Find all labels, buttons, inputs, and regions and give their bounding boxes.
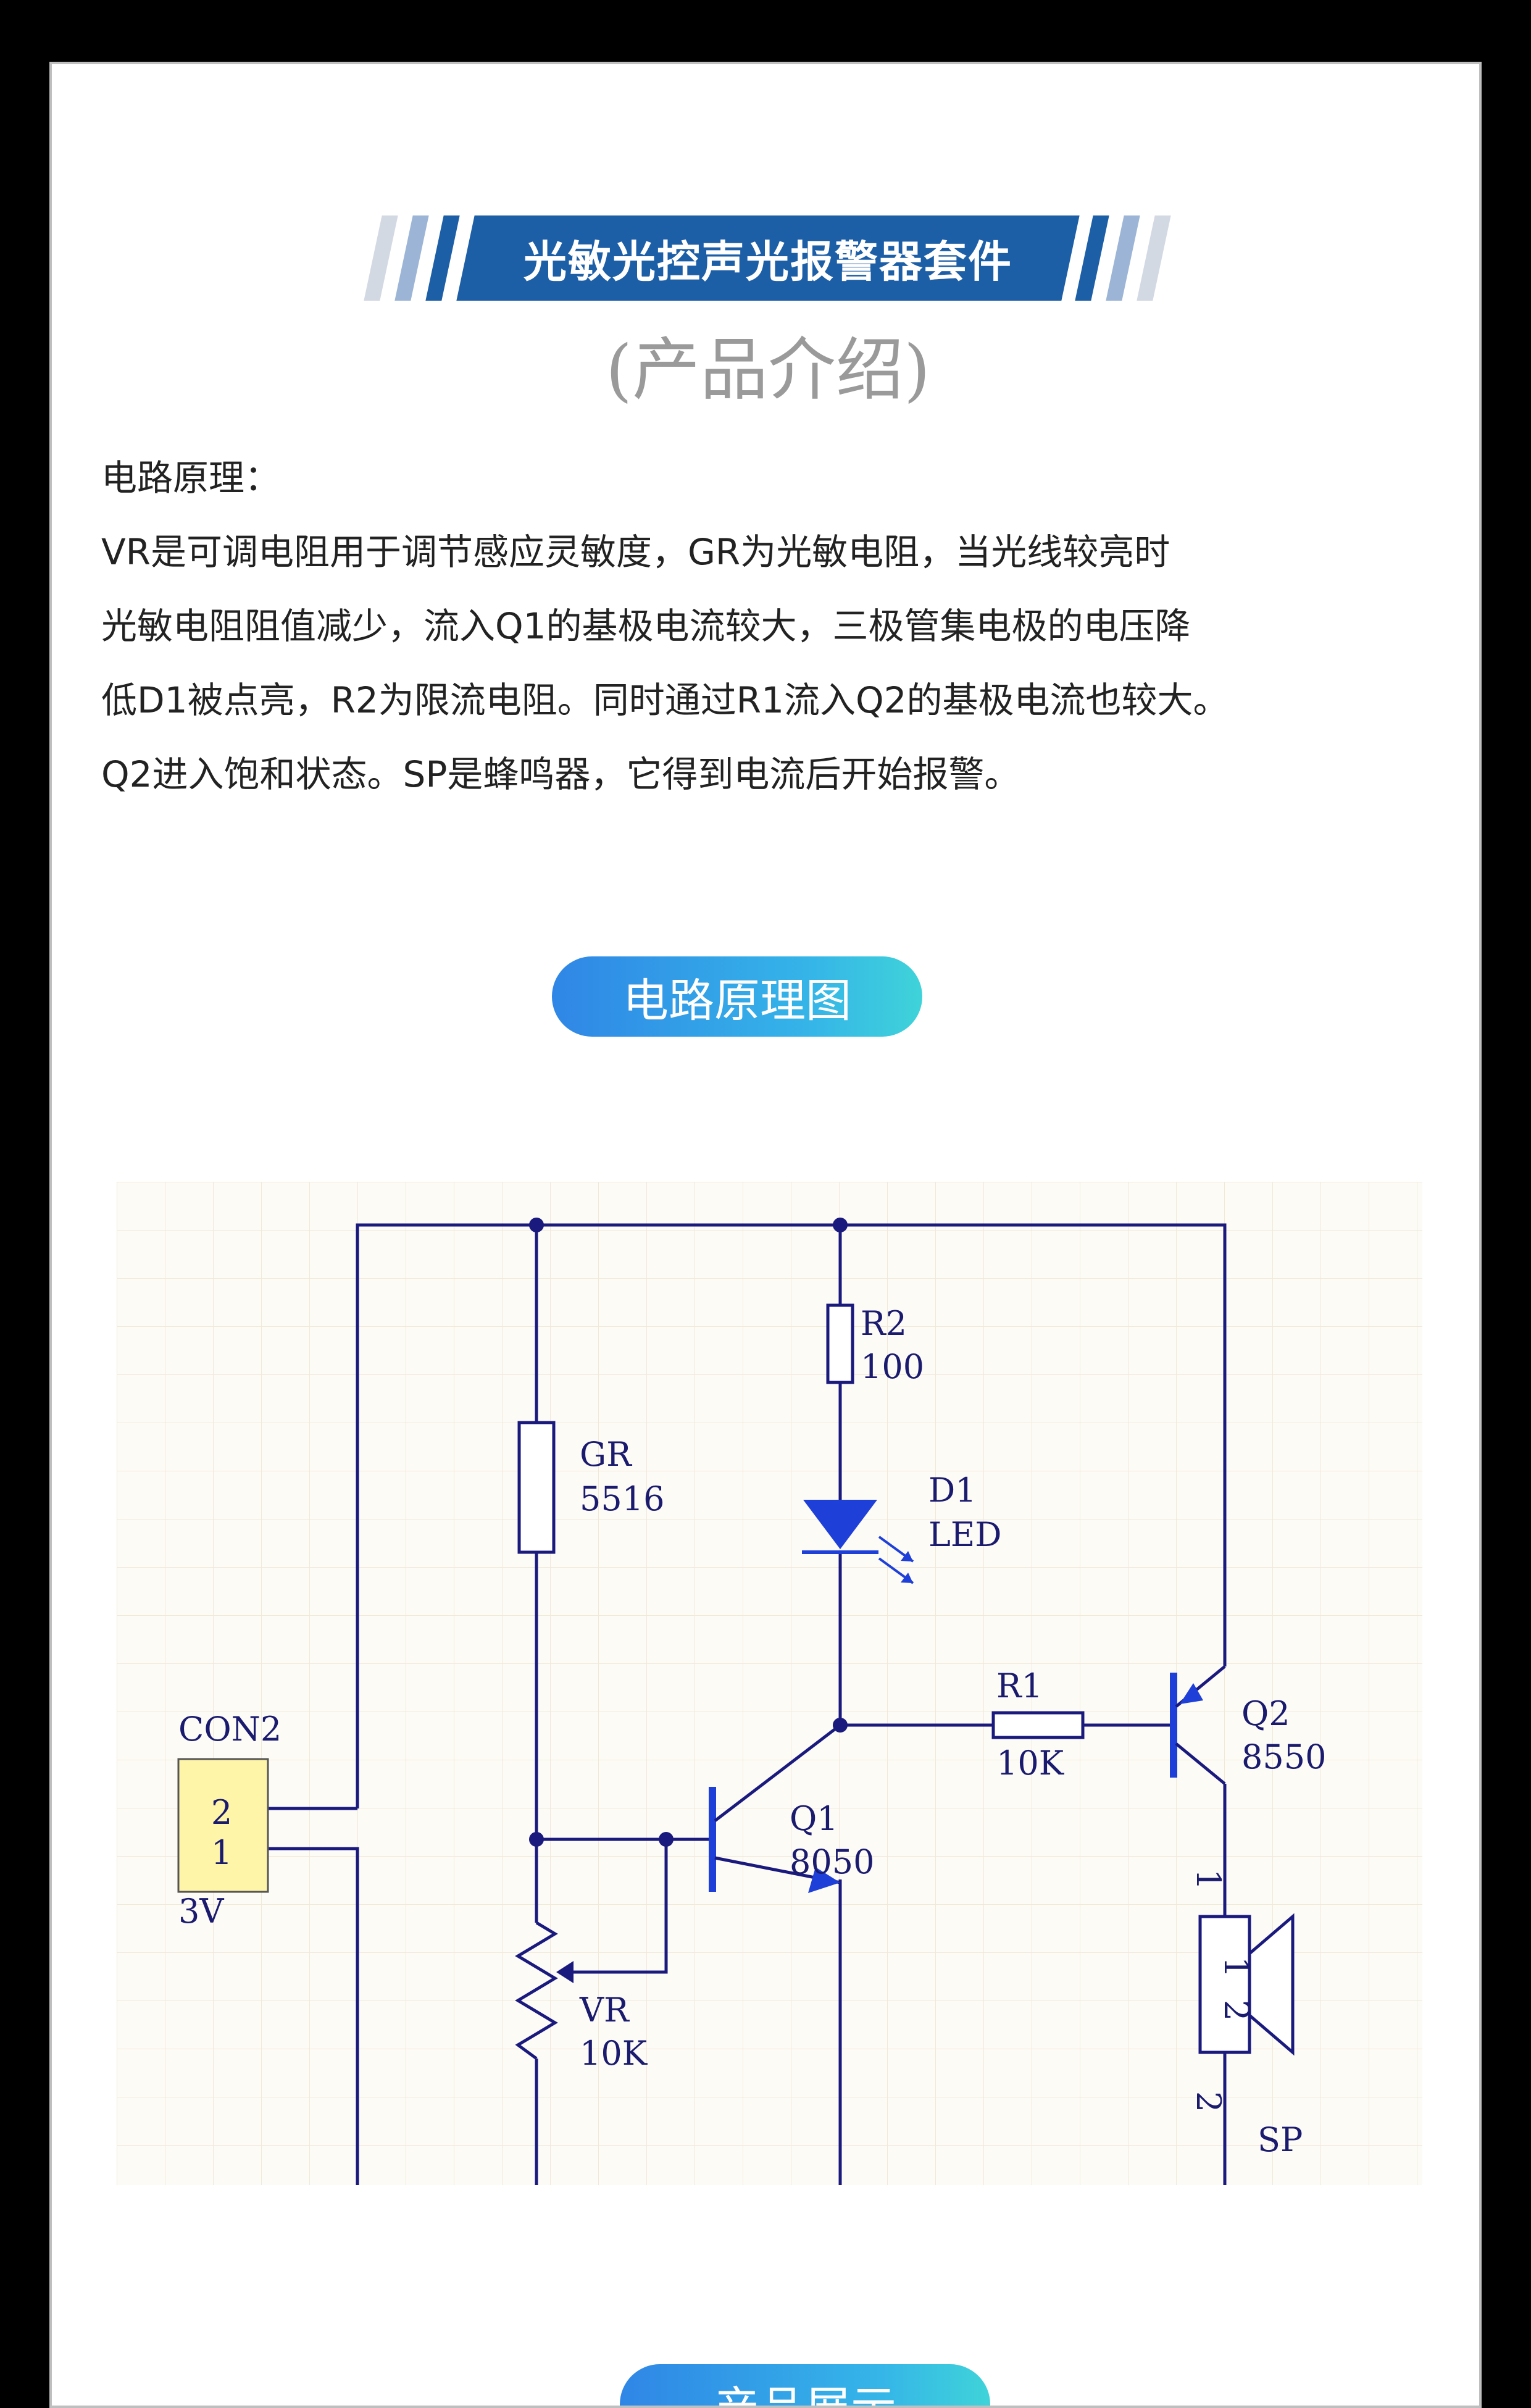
description: 电路原理： VR是可调电阻用于调节感应灵敏度，GR为光敏电阻，当光线较亮时 光敏… [101, 441, 1459, 811]
description-heading: 电路原理： [101, 457, 281, 499]
gr-value: 5516 [580, 1479, 664, 1518]
sp-pin1-label: 1 [1189, 1869, 1228, 1890]
junction-dot [659, 1832, 674, 1847]
junction-dot [529, 1218, 544, 1232]
q2-arrow [1180, 1683, 1203, 1704]
top-rail-wire [356, 1223, 1227, 1808]
stripe-deco [394, 215, 429, 301]
q2-transistor: Q2 8550 [1170, 1665, 1326, 1785]
led-triangle [803, 1500, 877, 1549]
q1-collector-leg [714, 1724, 841, 1822]
stripe-deco [1106, 215, 1140, 301]
r1-body [991, 1711, 1085, 1739]
gr-ref: GR [580, 1435, 632, 1474]
sp-ref: SP [1258, 2120, 1303, 2159]
con2-connector: 2 1 CON2 3V [177, 1710, 282, 1931]
gr-body [517, 1421, 556, 1554]
r2-resistor: R2 100 [826, 1303, 924, 1386]
vr-wiper-arrow [556, 1961, 574, 1983]
product-card: 光敏光控声光报警器套件 (产品介绍) 电路原理： VR是可调电阻用于调节感应灵敏… [49, 62, 1482, 2408]
description-line: 光敏电阻阻值减少，流入Q1的基极电流较大，三极管集电极的电压降 [101, 605, 1191, 647]
description-line: VR是可调电阻用于调节感应灵敏度，GR为光敏电阻，当光线较亮时 [101, 531, 1170, 573]
description-line: Q2进入饱和状态。SP是蜂鸣器，它得到电流后开始报警。 [101, 753, 1020, 795]
con2-body [177, 1758, 269, 1893]
vr-potentiometer: VR 10K [515, 1921, 648, 2073]
title-section: 光敏光控声光报警器套件 (产品介绍) [52, 64, 1479, 496]
r2-value: 100 [861, 1347, 924, 1386]
subtitle: (产品介绍) [606, 330, 930, 409]
con2-pin-bottom: 1 [211, 1833, 232, 1872]
q1-transistor: Q1 8050 [709, 1724, 874, 1893]
sp-speaker: 1 2 1 2 SP [1189, 1869, 1303, 2159]
sp-pin2-label: 2 [1189, 2091, 1228, 2112]
circuit-schematic: 2 1 CON2 3V GR 5516 R2 100 [117, 1182, 1422, 2185]
q1-arrow [808, 1867, 840, 1893]
vr-value: 10K [580, 2034, 648, 2073]
q1-value: 8050 [790, 1842, 874, 1881]
con2-ref: CON2 [178, 1710, 282, 1749]
con2-value: 3V [178, 1892, 224, 1931]
sp-body-pin1: 1 [1217, 1957, 1256, 1978]
vr-wiper-wire [536, 1837, 668, 1974]
led-ray-arrow [901, 1551, 913, 1561]
section-pill-schematic: 电路原理图 [552, 956, 922, 1037]
r1-ref: R1 [996, 1666, 1043, 1705]
con2-pin-top: 2 [211, 1793, 232, 1832]
gr-photoresistor: GR 5516 [517, 1421, 664, 1554]
d1-led: D1 LED [802, 1471, 1002, 1584]
stripe-deco [364, 215, 398, 301]
q1-ref: Q1 [790, 1799, 838, 1838]
sp-body-pin2: 2 [1217, 2000, 1256, 2021]
vr-zigzag [515, 1921, 558, 2060]
q2-value: 8550 [1241, 1737, 1326, 1776]
schematic-svg: 2 1 CON2 3V GR 5516 R2 100 [117, 1182, 1422, 2185]
led-ray-arrow [901, 1573, 913, 1583]
r1-resistor: R1 10K [991, 1666, 1085, 1783]
stripe-deco [425, 215, 460, 301]
r1-value: 10K [996, 1744, 1065, 1783]
bottom-rail-wire [1223, 2120, 1227, 2185]
sp-cone [1248, 1913, 1295, 2056]
description-line: 低D1被点亮，R2为限流电阻。同时通过R1流入Q2的基极电流也较大。 [101, 679, 1229, 721]
d1-ref: D1 [928, 1471, 977, 1510]
stripe-deco [1075, 215, 1109, 301]
con2-pin1-wire [268, 1847, 359, 2185]
banner-title: 光敏光控声光报警器套件 [524, 235, 1012, 287]
junction-dot [833, 1218, 848, 1232]
r2-ref: R2 [861, 1304, 907, 1343]
q2-ref: Q2 [1241, 1694, 1290, 1733]
d1-value: LED [928, 1515, 1002, 1554]
wires [268, 1223, 1227, 2185]
stripe-deco [1137, 215, 1171, 301]
sp-body [1198, 1915, 1251, 2054]
r2-body [826, 1303, 854, 1384]
junctions [529, 1218, 848, 1847]
vr-ref: VR [579, 1991, 630, 2030]
q2-collector-leg [1175, 1742, 1226, 1785]
junction-dot [529, 1832, 544, 1847]
